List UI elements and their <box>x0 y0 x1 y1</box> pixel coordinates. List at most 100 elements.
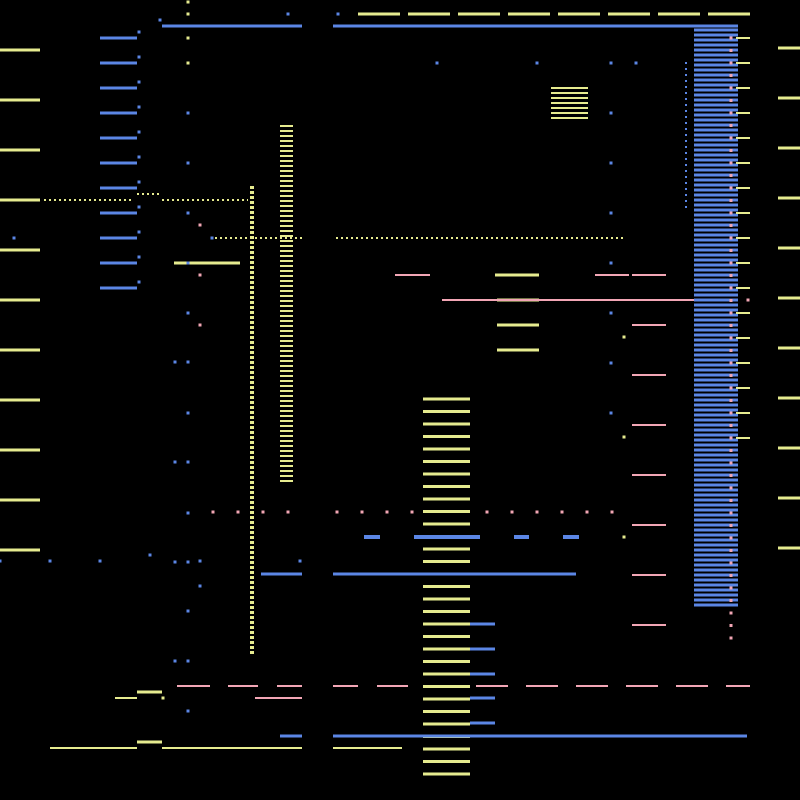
dot-14 <box>336 12 340 16</box>
pink-dot-226 <box>729 461 733 465</box>
dot-417 <box>148 553 152 557</box>
pink-dot-227 <box>729 474 733 477</box>
blue-dot-428 <box>609 261 613 265</box>
pink-dot-209 <box>729 249 733 252</box>
dot-8 <box>186 0 190 4</box>
pink-dot-236 <box>729 586 733 590</box>
pink-dot-198 <box>729 111 733 115</box>
dot-12 <box>158 18 162 22</box>
dot-33 <box>137 105 141 109</box>
pink-dot-223 <box>729 424 733 427</box>
pink-dot-392 <box>560 510 564 514</box>
pink-dot-384 <box>286 510 290 514</box>
pink-dot-211 <box>729 274 733 277</box>
dot-419 <box>48 559 52 563</box>
pink-dot-218 <box>729 361 733 365</box>
pink-dot-382 <box>236 510 240 514</box>
pink-dot-196 <box>729 86 733 90</box>
blue-dot-402 <box>186 311 190 315</box>
pink-dot-206 <box>729 211 733 215</box>
dot-449 <box>186 61 190 65</box>
blue-dot-429 <box>609 311 613 315</box>
pink-dot-224 <box>729 436 733 440</box>
dot-452 <box>622 535 626 539</box>
pink-dot-235 <box>729 574 733 577</box>
pink-dot-221 <box>729 399 733 402</box>
dot-27 <box>137 30 141 34</box>
dot-397 <box>198 323 202 327</box>
pink-dot-195 <box>729 74 733 77</box>
dot-415 <box>198 559 202 563</box>
dot-448 <box>186 36 190 40</box>
pink-dot-220 <box>729 386 733 390</box>
pink-dot-208 <box>729 236 733 240</box>
dot-450 <box>622 335 626 339</box>
pink-dot-233 <box>729 549 733 552</box>
dot-47 <box>137 280 141 284</box>
pink-dot-238 <box>729 611 733 615</box>
blue-dot-399 <box>186 161 190 165</box>
dot-396 <box>198 273 202 277</box>
blue-dot-398 <box>186 111 190 115</box>
dot-411 <box>173 560 177 564</box>
dot-459 <box>161 696 165 700</box>
pink-dot-197 <box>729 99 733 102</box>
dot-39 <box>137 180 141 184</box>
pink-dot-394 <box>610 510 614 514</box>
dot-433 <box>535 61 539 65</box>
dot-418 <box>0 559 2 563</box>
blue-dot-400 <box>186 211 190 215</box>
dot-41 <box>137 205 141 209</box>
dot-9 <box>186 12 190 16</box>
dot-35 <box>137 130 141 134</box>
pink-dot-213 <box>729 299 733 302</box>
pink-dot-229 <box>729 499 733 502</box>
dot-422 <box>12 236 16 240</box>
pink-dot-216 <box>729 336 733 340</box>
pink-dot-200 <box>729 136 733 140</box>
dot-409 <box>173 460 177 464</box>
blue-dot-427 <box>609 211 613 215</box>
pink-dot-383 <box>261 510 265 514</box>
pink-dot-390 <box>510 510 514 514</box>
pink-dot-391 <box>535 510 539 514</box>
pink-dot-388 <box>410 510 414 514</box>
segment-layer <box>0 0 800 776</box>
pink-dot-239 <box>729 624 733 627</box>
pink-dot-225 <box>729 449 733 452</box>
pink-dot-234 <box>729 561 733 565</box>
dot-45 <box>137 255 141 259</box>
blue-dot-424 <box>609 61 613 65</box>
dot-13 <box>286 12 290 16</box>
pink-dot-389 <box>485 510 489 514</box>
dot-412 <box>186 560 190 564</box>
pink-dot-393 <box>585 510 589 514</box>
pink-dot-193 <box>729 49 733 52</box>
pink-dot-219 <box>729 374 733 377</box>
pink-dot-228 <box>729 486 733 490</box>
dot-37 <box>137 155 141 159</box>
blue-dot-425 <box>609 111 613 115</box>
dot-451 <box>622 435 626 439</box>
dot-43 <box>137 230 141 234</box>
dot-460 <box>746 298 750 302</box>
pink-dot-199 <box>729 124 733 127</box>
blue-dot-403 <box>186 411 190 415</box>
blue-dot-431 <box>609 411 613 415</box>
dot-416 <box>198 584 202 588</box>
dot-413 <box>173 659 177 663</box>
pink-dot-215 <box>729 324 733 327</box>
blue-dot-430 <box>609 361 613 365</box>
pink-dot-230 <box>729 511 733 515</box>
pink-dot-212 <box>729 286 733 290</box>
dot-420 <box>98 559 102 563</box>
pink-dot-204 <box>729 186 733 190</box>
pink-dot-192 <box>729 36 733 40</box>
pink-dot-207 <box>729 224 733 227</box>
pink-dot-237 <box>729 599 733 602</box>
pink-dot-385 <box>335 510 339 514</box>
blue-dot-406 <box>186 709 190 713</box>
blue-dot-404 <box>186 511 190 515</box>
pink-dot-214 <box>729 311 733 315</box>
